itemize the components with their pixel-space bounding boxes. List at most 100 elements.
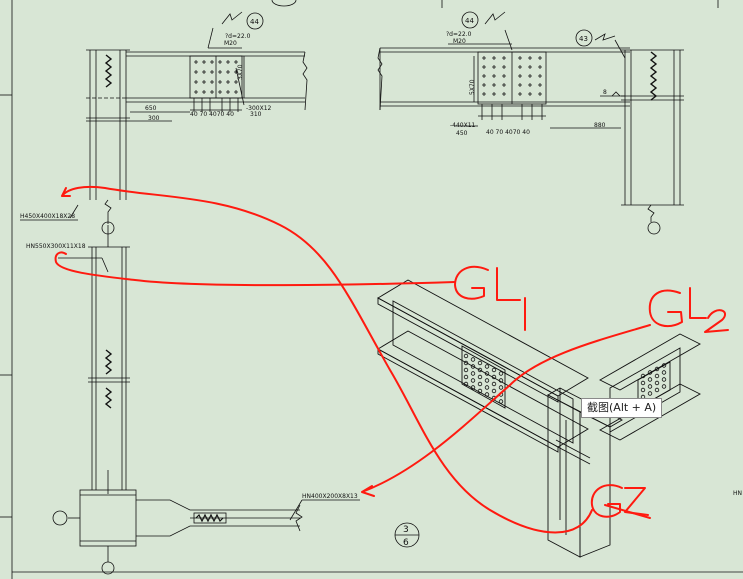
bolt-hole bbox=[470, 371, 476, 376]
bolt-hole bbox=[477, 388, 483, 394]
gl1-letter-g bbox=[454, 265, 489, 300]
gz-pointer bbox=[604, 504, 651, 519]
bolt-mark bbox=[502, 83, 506, 87]
bolt-mark bbox=[518, 83, 522, 87]
bolt-mark bbox=[518, 92, 522, 96]
bolt-hole bbox=[484, 378, 490, 383]
isometric-3d-view bbox=[377, 279, 701, 558]
bolt-mark bbox=[194, 60, 198, 64]
bolt-hole bbox=[484, 364, 490, 369]
bolt-hole bbox=[491, 367, 497, 373]
left-joint-view bbox=[20, 11, 308, 235]
bolt-hole bbox=[661, 377, 667, 382]
bolt-hole bbox=[463, 353, 469, 359]
gl1-letter-l bbox=[496, 267, 521, 301]
section-number: 3 bbox=[403, 525, 409, 535]
weld-size: 8 bbox=[603, 89, 607, 96]
bolt-hole bbox=[661, 384, 667, 389]
callout-44-right-text: 44 bbox=[465, 17, 474, 25]
bolt-mark bbox=[210, 70, 214, 74]
red-markup bbox=[54, 185, 729, 534]
dim-300: 300 bbox=[148, 115, 160, 122]
bolt-hole bbox=[498, 378, 504, 383]
bolt-hole bbox=[470, 378, 476, 383]
plate-label-right: -440X11 bbox=[450, 122, 476, 129]
bolt-mark bbox=[482, 56, 486, 60]
bolt-mark bbox=[194, 70, 198, 74]
bolt-mark bbox=[226, 80, 230, 84]
bolt-mark bbox=[210, 80, 214, 84]
bolt-hole bbox=[491, 374, 497, 380]
bolt-hole bbox=[463, 367, 469, 373]
callout-44-bubble bbox=[246, 12, 264, 30]
bolt-hole bbox=[470, 364, 476, 369]
bolt-mark bbox=[528, 74, 532, 78]
callout-43-text: 43 bbox=[579, 35, 588, 43]
bolt-mark bbox=[528, 83, 532, 87]
bolt-mark bbox=[218, 80, 222, 84]
bolt-hole bbox=[463, 381, 469, 387]
bolt-mark bbox=[502, 74, 506, 78]
bolt-mark bbox=[518, 65, 522, 69]
bolt-mark bbox=[234, 90, 238, 94]
column-section-label: H450X400X18X28 bbox=[20, 213, 75, 220]
bolt-mark bbox=[226, 90, 230, 94]
bolt-hole bbox=[491, 381, 497, 387]
bolt-mark bbox=[482, 83, 486, 87]
bolt-mark bbox=[492, 56, 496, 60]
bolt-hole bbox=[654, 387, 660, 393]
bolt-hole bbox=[654, 373, 660, 379]
bolt-hole-label-right: ?d=22.0 bbox=[446, 31, 472, 38]
bolt-hole bbox=[477, 381, 483, 387]
bolt-mark bbox=[202, 60, 206, 64]
bolt-mark bbox=[538, 74, 542, 78]
bolt-mark bbox=[528, 65, 532, 69]
bolt-hole bbox=[498, 399, 504, 404]
lower-column-section-label: HN550X300X11X18 bbox=[26, 243, 86, 250]
bolt-hole bbox=[477, 360, 483, 366]
bolt-mark bbox=[492, 83, 496, 87]
bolt-hole bbox=[491, 388, 497, 394]
gl2-digit-2 bbox=[704, 309, 729, 333]
bolt-mark bbox=[226, 70, 230, 74]
bolt-mark bbox=[218, 90, 222, 94]
bolt-mark bbox=[482, 65, 486, 69]
screenshot-tooltip: 截图(Alt + A) bbox=[581, 398, 663, 418]
bolt-mark bbox=[492, 65, 496, 69]
bolt-hole bbox=[647, 391, 653, 396]
bolt-mark bbox=[518, 74, 522, 78]
bolt-mark bbox=[234, 70, 238, 74]
dim-5x70: 5X70 bbox=[469, 79, 476, 95]
bolt-mark bbox=[502, 65, 506, 69]
gl1-arrow bbox=[54, 251, 456, 287]
gl2-letter-g bbox=[648, 289, 683, 328]
bolt-hole bbox=[640, 387, 646, 393]
section-sheet: 6 bbox=[403, 538, 409, 548]
bolt-hole bbox=[484, 371, 490, 376]
bolt-hole bbox=[661, 370, 667, 375]
bolt-hole bbox=[470, 385, 476, 390]
bolt-hole-label: ?d=22.0 bbox=[225, 33, 251, 40]
bolt-hole bbox=[654, 366, 660, 372]
gl2-letter-l bbox=[689, 287, 707, 319]
bolt-mark bbox=[482, 92, 486, 96]
bolt-mark bbox=[502, 56, 506, 60]
bolt-mark bbox=[210, 60, 214, 64]
edge-text: HN bbox=[733, 490, 742, 497]
dims-bottom-right: 40 70 4070 40 bbox=[486, 129, 530, 136]
bolt-mark bbox=[234, 80, 238, 84]
bolt-mark bbox=[492, 92, 496, 96]
bolt-mark bbox=[518, 56, 522, 60]
bolt-hole bbox=[498, 385, 504, 390]
bolt-mark bbox=[202, 80, 206, 84]
bolt-hole bbox=[640, 380, 646, 386]
lower-beam-section-label: HN400X200X8X13 bbox=[302, 493, 358, 500]
bolt-mark bbox=[202, 70, 206, 74]
bolt-pattern bbox=[194, 56, 667, 404]
bolt-mark bbox=[234, 60, 238, 64]
bolt-hole bbox=[484, 385, 490, 390]
bolt-hole bbox=[654, 380, 660, 386]
gz-letter-g bbox=[590, 484, 623, 518]
bolt-mark bbox=[538, 56, 542, 60]
